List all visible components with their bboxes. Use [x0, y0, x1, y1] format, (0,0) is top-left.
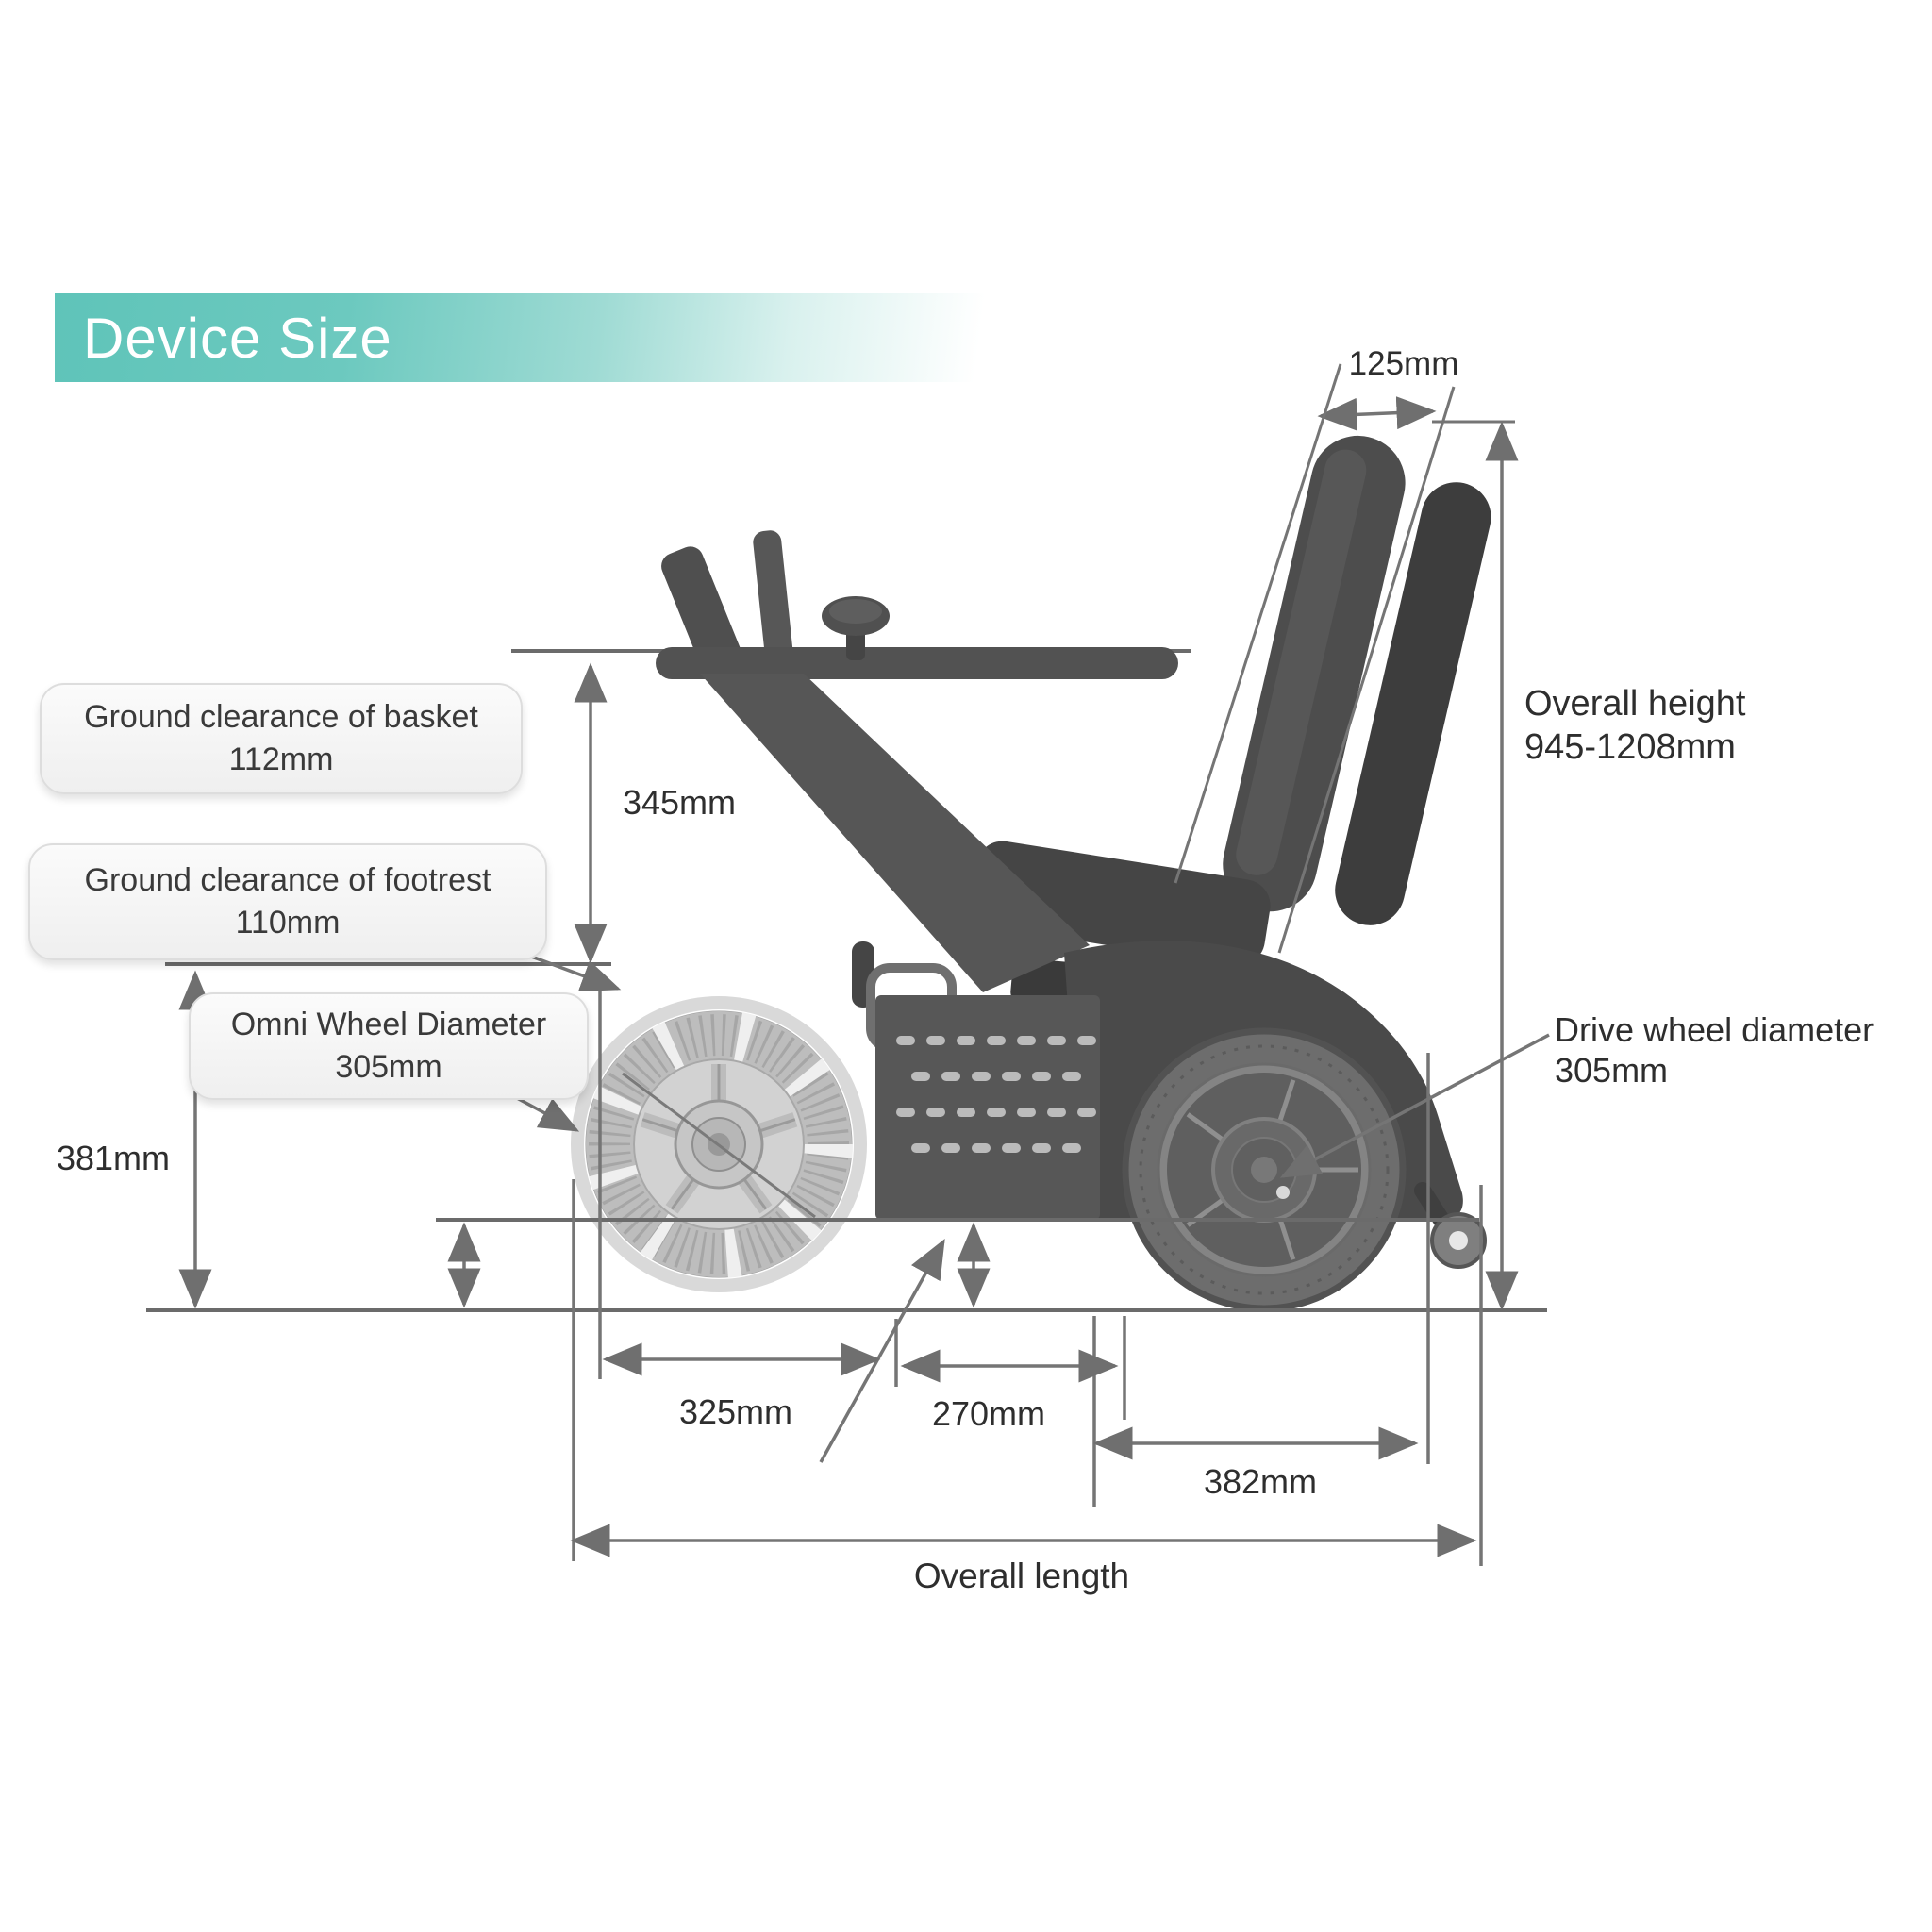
callout-basket-clearance: Ground clearance of basket 112mm [40, 683, 523, 794]
callout-basket-value: 112mm [228, 741, 334, 777]
dim-overall-height-label: Overall height [1524, 684, 1746, 724]
callout-footrest-clearance: Ground clearance of footrest 110mm [28, 843, 547, 960]
callout-basket-label: Ground clearance of basket [84, 699, 478, 736]
dim-rear-section: 382mm [1203, 1462, 1318, 1501]
control-table [656, 530, 1178, 992]
callout-footrest-value: 110mm [235, 905, 341, 941]
backrest [1176, 435, 1491, 954]
dim-drive-wheel-label: Drive wheel diameter [1555, 1010, 1874, 1049]
dim-overall-height-value: 945-1208mm [1524, 726, 1736, 767]
dim-drive-wheel: Drive wheel diameter 305mm [1555, 1009, 1874, 1091]
dim-mid-section: 270mm [931, 1394, 1046, 1433]
dim-table-height: 345mm [622, 783, 737, 822]
callout-footrest-label: Ground clearance of footrest [84, 862, 491, 899]
wheelchair-illustration [571, 435, 1491, 1312]
joystick-knob [822, 596, 890, 660]
callout-omni-wheel: Omni Wheel Diameter 305mm [189, 992, 589, 1100]
callout-omni-value: 305mm [335, 1049, 442, 1085]
drive-wheel [1122, 1027, 1407, 1312]
basket-perforations [896, 1036, 1096, 1153]
page-title: Device Size [83, 306, 392, 370]
dim-overall-length: Overall length [913, 1557, 1130, 1595]
dim-drive-wheel-value: 305mm [1555, 1051, 1669, 1091]
storage-basket [852, 941, 1100, 1220]
dim-overall-height: Overall height 945-1208mm [1524, 683, 1745, 769]
front-omni-wheel [571, 996, 867, 1292]
callout-omni-label: Omni Wheel Diameter [230, 1007, 547, 1043]
dim-frame-height: 381mm [56, 1139, 171, 1177]
dimension-lines [146, 363, 1550, 1566]
section-banner: Device Size [55, 293, 1102, 382]
dim-backrest-width: 125mm [1348, 345, 1459, 382]
dim-front-section: 325mm [678, 1392, 793, 1431]
